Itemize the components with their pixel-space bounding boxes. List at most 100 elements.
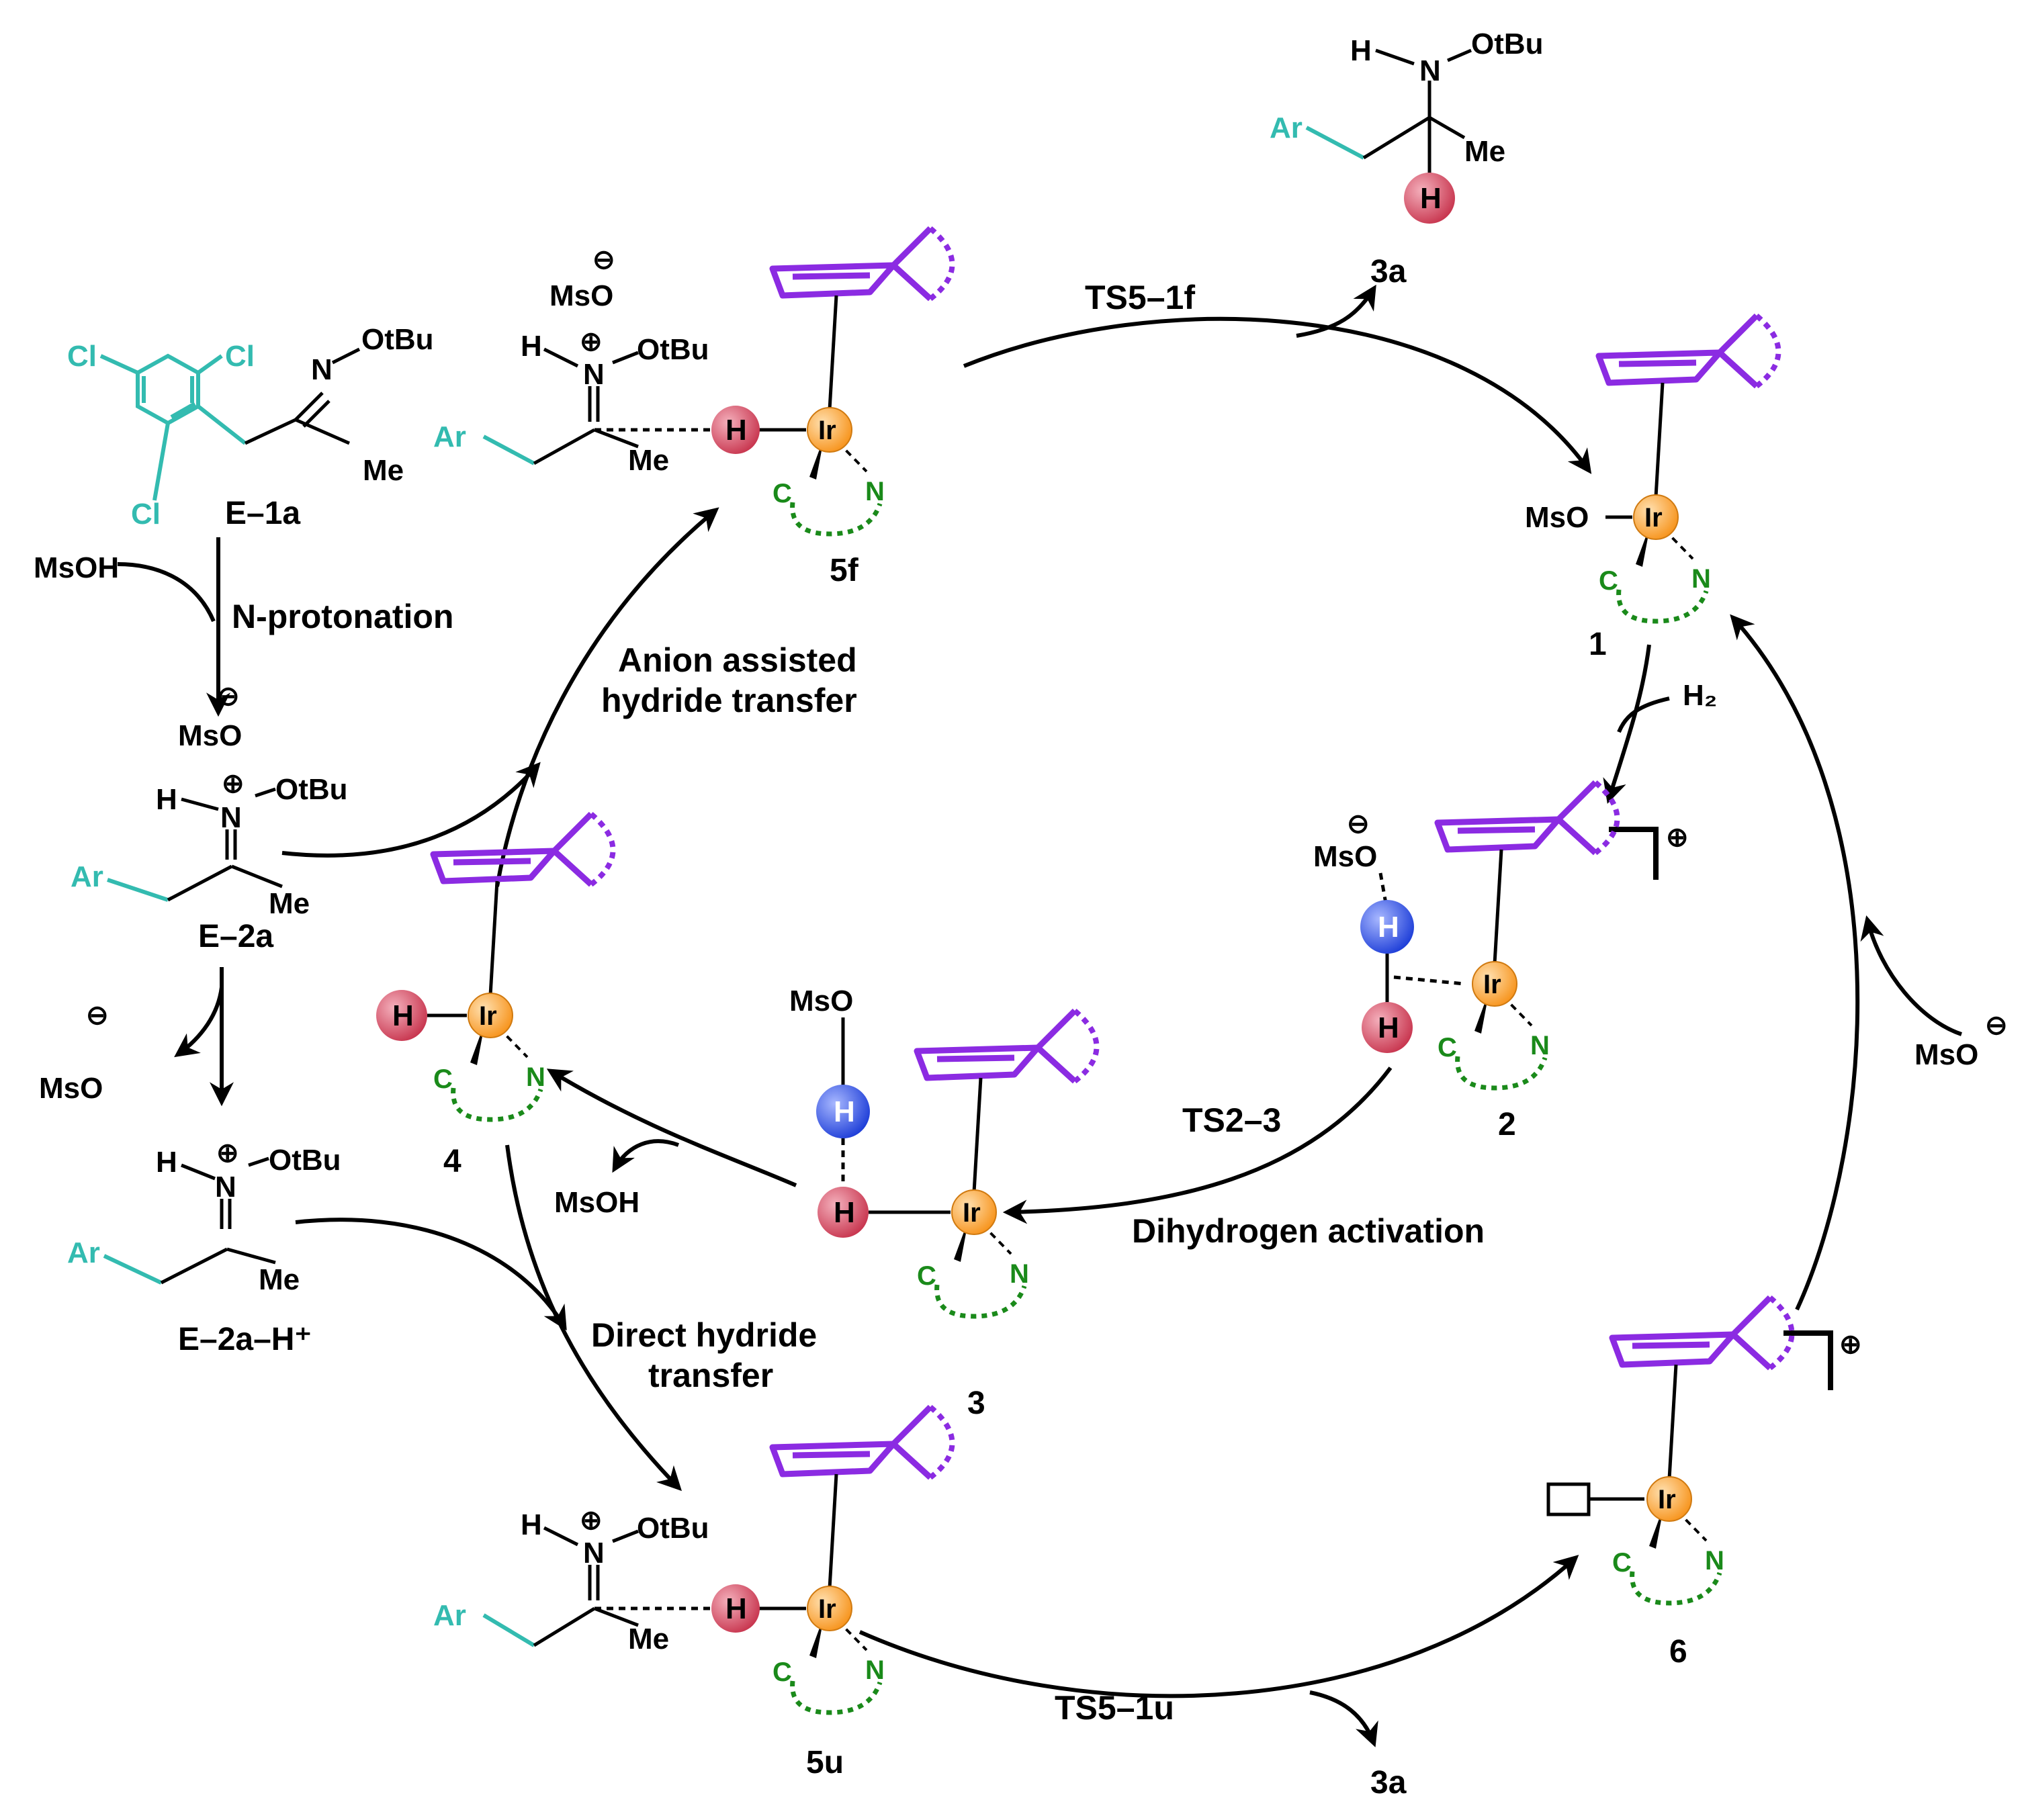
compound-label-2: 2 xyxy=(1498,1107,1516,1142)
h-label: H xyxy=(156,1146,177,1179)
me-label: Me xyxy=(628,444,669,477)
ir-label: Ir xyxy=(1658,1485,1676,1514)
plus-charge: ⊕ xyxy=(222,769,245,799)
n-label: N xyxy=(311,353,333,386)
arrow-2-to-3 xyxy=(1002,1066,1393,1224)
otbu-label: OtBu xyxy=(361,323,434,356)
n-label: N xyxy=(1419,54,1441,87)
plus-charge: ⊕ xyxy=(580,1506,603,1535)
ar-label: Ar xyxy=(67,1236,100,1269)
arrow-e2a-in xyxy=(281,762,541,858)
h-label: H xyxy=(834,1095,855,1128)
hydride-ball xyxy=(711,406,760,454)
c-label: C xyxy=(1599,566,1618,596)
complex-6: ⊕ Ir C N 6 xyxy=(1546,1298,1862,1670)
n-label: N xyxy=(583,358,605,391)
mso-label: MsO xyxy=(1525,501,1589,534)
c-label: C xyxy=(773,479,792,508)
otbu-label: OtBu xyxy=(637,1512,709,1545)
h-label: H xyxy=(521,1508,542,1541)
hydride-ball xyxy=(1404,173,1455,224)
arrow-msoh-out xyxy=(612,1139,680,1173)
me-label: Me xyxy=(269,887,310,920)
cl-label-3: Cl xyxy=(131,498,161,531)
n-label: N xyxy=(1705,1546,1724,1576)
otbu-label: OtBu xyxy=(1471,28,1544,60)
plus-charge: ⊕ xyxy=(1839,1330,1862,1359)
compound-label-5u: 5u xyxy=(806,1745,844,1780)
plus-charge: ⊕ xyxy=(580,327,603,357)
c-label: C xyxy=(1438,1033,1457,1062)
ar-label: Ar xyxy=(433,1599,466,1632)
ir-label: Ir xyxy=(818,1594,836,1624)
caption-direct-line2: transfer xyxy=(648,1357,773,1394)
complex-5f: ⊖ MsO H ⊕ N OtBu Ar Me H Ir C N 5f xyxy=(433,228,953,588)
n-label: N xyxy=(865,477,885,506)
anion-minus-2: ⊖ xyxy=(86,1001,109,1030)
arrow-4-to-5f xyxy=(495,507,719,887)
arrow-mso-out xyxy=(174,987,224,1058)
n-label: N xyxy=(220,801,242,834)
n-label: N xyxy=(865,1655,885,1685)
mso-label: MsO xyxy=(1313,840,1377,873)
compound-label-e2a: E–2a xyxy=(198,919,273,954)
arrow-msoh-in xyxy=(117,562,216,623)
complex-1: MsO Ir C N 1 xyxy=(1525,316,1779,662)
cl-label-2: Cl xyxy=(225,340,255,373)
caption-n-protonation: N-protonation xyxy=(232,598,453,635)
ir-label: Ir xyxy=(1644,503,1663,533)
n-label: N xyxy=(583,1537,605,1569)
arrow-e2ah-in xyxy=(295,1218,567,1331)
complex-5u: H ⊕ N OtBu Ar Me H Ir C N 5u xyxy=(433,1407,953,1780)
h-label: H xyxy=(725,414,747,447)
h-label: H xyxy=(725,1592,747,1625)
compound-label-1: 1 xyxy=(1589,627,1607,662)
c-label: C xyxy=(1612,1548,1632,1578)
proton-ball xyxy=(1360,900,1414,954)
h-label: H xyxy=(1378,911,1399,944)
c-label: C xyxy=(433,1064,453,1094)
iminium-e2a-h: H N ⊕ OtBu Ar Me E–2a–H⁺ xyxy=(67,1138,341,1357)
hydride-ball xyxy=(1362,1002,1413,1053)
n-label: N xyxy=(1010,1259,1029,1289)
hydride-ball xyxy=(818,1187,869,1238)
compound-label-3a-top: 3a xyxy=(1370,254,1407,289)
anion-minus-5f: ⊖ xyxy=(592,245,615,275)
ar-label: Ar xyxy=(433,420,466,453)
compound-label-6: 6 xyxy=(1669,1634,1687,1670)
c-label: C xyxy=(917,1261,936,1291)
ts-label-2-3: TS2–3 xyxy=(1182,1101,1281,1139)
me-label: Me xyxy=(363,454,404,487)
arrow-5f-to-1 xyxy=(963,316,1592,474)
anion-minus-1: ⊖ xyxy=(217,682,240,711)
plus-charge: ⊕ xyxy=(1666,823,1689,852)
reagent-msoh-out: MsOH xyxy=(554,1186,640,1219)
compound-label-e1a: E–1a xyxy=(225,496,300,531)
n-label: N xyxy=(526,1062,545,1092)
product-3a-top: H N OtBu Ar Me H 3a xyxy=(1270,28,1544,289)
h-label: H xyxy=(1420,182,1442,215)
arrow-3a-release-bottom xyxy=(1309,1690,1378,1747)
reagent-mso-anion-1: MsO xyxy=(178,719,242,752)
arrow-3a-release-top xyxy=(1296,284,1376,338)
n-label: N xyxy=(1691,564,1711,594)
compound-label-5f: 5f xyxy=(830,553,859,588)
cycle-arrows xyxy=(117,284,1962,1747)
complex-3: MsO H H Ir C N 3 xyxy=(789,985,1097,1421)
reagent-msoh-in: MsOH xyxy=(34,551,119,584)
caption-anion-line2: hydride transfer xyxy=(601,682,857,719)
ir-label: Ir xyxy=(963,1198,981,1228)
hydride-ball xyxy=(376,990,427,1041)
plus-charge: ⊕ xyxy=(216,1138,239,1168)
ir-label: Ir xyxy=(818,416,836,445)
reagent-h2: H₂ xyxy=(1683,679,1717,712)
h-label: H xyxy=(834,1196,855,1229)
ir-label: Ir xyxy=(1483,970,1501,999)
n-label: N xyxy=(1530,1031,1550,1060)
arrow-h2-in xyxy=(1617,696,1670,733)
caption-dihydrogen: Dihydrogen activation xyxy=(1132,1212,1485,1250)
arrow-mso-in xyxy=(1860,915,1962,1036)
h-label: H xyxy=(1378,1011,1399,1044)
compound-label-3a-bottom: 3a xyxy=(1370,1765,1407,1801)
